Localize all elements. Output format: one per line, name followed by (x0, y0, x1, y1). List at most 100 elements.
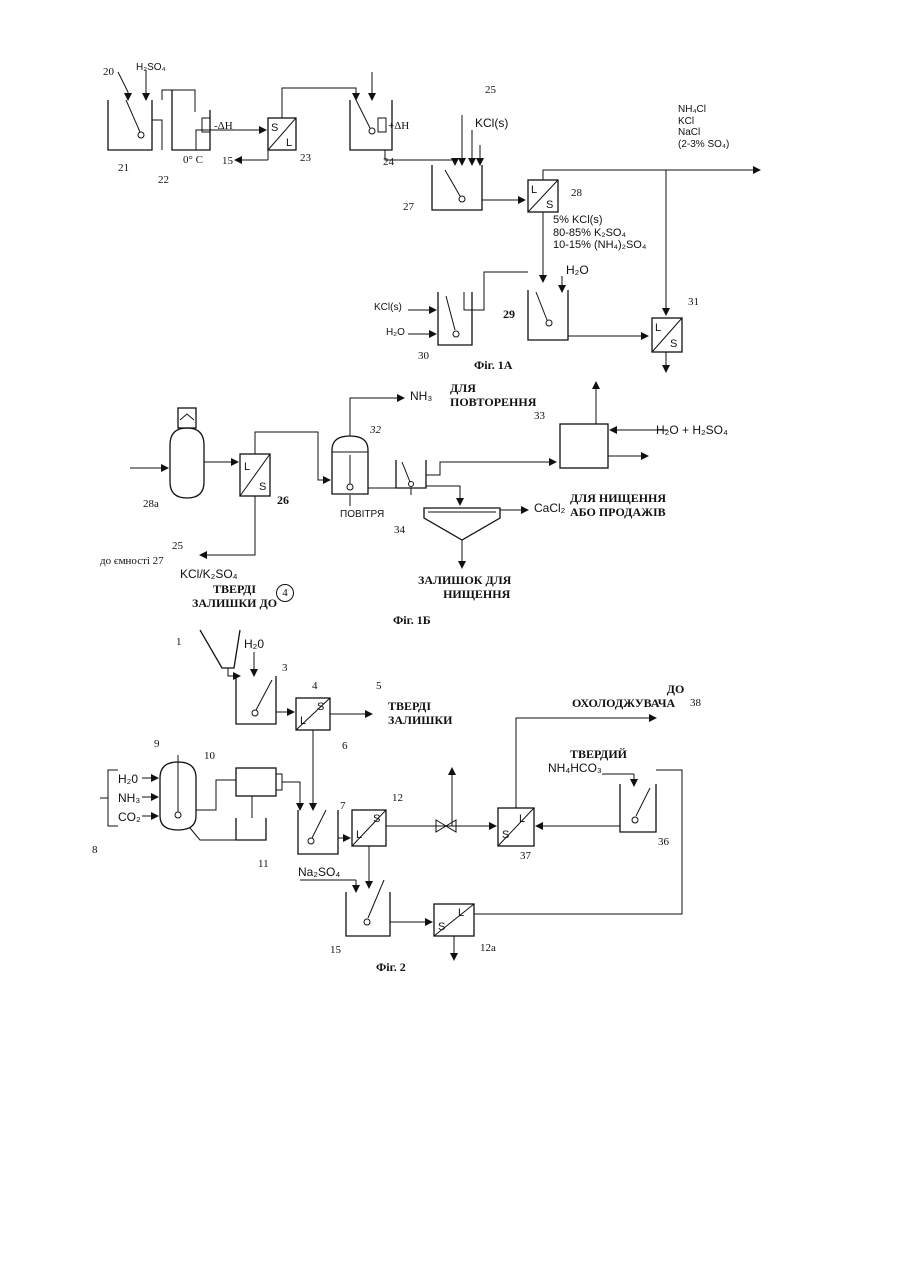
ref-29: 29 (503, 308, 515, 322)
reactor-feeds: H₂0 NH₃ CO₂ (118, 770, 141, 827)
sep4-l: L (300, 715, 306, 727)
h2o-30-label: H₂O (386, 327, 405, 339)
vessel-22 (172, 90, 210, 150)
agitator-21 (126, 100, 140, 132)
ref-3: 3 (282, 662, 288, 675)
ref-33: 33 (534, 410, 545, 423)
ref-30: 30 (418, 350, 429, 363)
sep28-s: S (546, 199, 553, 211)
ref-12a: 12a (480, 942, 496, 955)
fig-1a-diagram (108, 70, 760, 372)
residue-destroy-label: ЗАЛИШОК ДЛЯ НИЩЕННЯ (418, 574, 511, 602)
h2o-h2so4-label: H₂O + H₂SO₄ (656, 424, 728, 438)
sep23-l: L (286, 137, 292, 149)
circle-ref-4: 4 (276, 584, 294, 602)
ref-28: 28 (571, 187, 582, 200)
ref-25: 25 (485, 84, 496, 97)
to-vessel-27-label: до ємності 27 (100, 555, 164, 568)
solids-composition: 5% KCl(s) 80-85% K₂SO₄ 10-15% (NH₄)₂SO₄ (553, 214, 646, 252)
ref-37: 37 (520, 850, 531, 863)
solid-residue-line-2: ЗАЛИШКИ ДО (192, 597, 277, 611)
filter-34 (424, 508, 500, 540)
recycle-label: ДЛЯ ПОВТОРЕННЯ (450, 382, 536, 410)
caption-fig-2: Фіг. 2 (376, 960, 406, 975)
solid-residue-fig2-line-1: ТВЕРДІ (388, 700, 453, 714)
product-nacl: NaCl (678, 127, 729, 139)
ref-36: 36 (658, 836, 669, 849)
zero-c-label: 0° C (183, 154, 203, 167)
plus-dh-label: +ΔH (388, 120, 409, 133)
sep37-l: L (519, 813, 525, 825)
ref-25-1b: 25 (172, 540, 183, 553)
products-list: NH₄Cl KCl NaCl (2-3% SO₄) (678, 104, 729, 150)
to-cooler-line-1: ДО (624, 683, 727, 697)
sep4-s: S (317, 701, 324, 713)
product-nh4cl: NH₄Cl (678, 104, 729, 116)
sep12a-s: S (438, 921, 445, 933)
solid-nh4-2so4: 10-15% (NH₄)₂SO₄ (553, 239, 646, 252)
fig-1b-diagram (130, 382, 668, 568)
air-label: ПОВІТРЯ (340, 509, 384, 521)
product-kcl: KCl (678, 116, 729, 128)
nh3-label: NH₃ (410, 390, 432, 404)
caption-fig-1a: Фіг. 1А (474, 358, 512, 373)
sep31-s: S (670, 338, 677, 350)
sep12-s: S (373, 813, 380, 825)
vessel-15 (346, 892, 390, 936)
ref-9: 9 (154, 738, 160, 751)
feed-nh3: NH₃ (118, 789, 141, 808)
h2o-29-label: H₂O (566, 264, 589, 278)
recycle-line-1: ДЛЯ (450, 382, 536, 396)
destroy-sell-line-1: ДЛЯ НИЩЕННЯ (570, 492, 666, 506)
ref-10: 10 (204, 750, 215, 763)
vessel-7 (298, 810, 338, 854)
vessel-27 (432, 165, 482, 210)
to-cooler-label: ДО ОХОЛОДЖУВАЧА (572, 683, 675, 711)
vessel-21 (108, 100, 152, 150)
ref-23: 23 (300, 152, 311, 165)
ref-24: 24 (383, 156, 394, 169)
cacl2-label: CaCl₂ (534, 502, 565, 516)
unit-10 (236, 768, 276, 796)
unit-33 (560, 424, 608, 468)
fig-2-diagram (100, 630, 682, 960)
ref-8: 8 (92, 844, 98, 857)
sep12a-l: L (458, 907, 464, 919)
tank-28a (170, 428, 204, 498)
solid-nh4hco3-line-2: NH₄HCO₃ (548, 762, 605, 776)
h2so4-feed-label: H₂SO₄ (136, 62, 166, 74)
solid-kcl: 5% KCl(s) (553, 214, 646, 227)
ref-22: 22 (158, 174, 169, 187)
na2so4-label: Na₂SO₄ (298, 866, 340, 880)
kcl-solid-label: KCl(s) (475, 117, 508, 131)
hopper-1 (200, 630, 240, 668)
product-so4: (2-3% SO₄) (678, 139, 729, 151)
ref-11: 11 (258, 858, 269, 871)
solid-residue-fig2: ТВЕРДІ ЗАЛИШКИ (388, 700, 453, 728)
destroy-sell-line-2: АБО ПРОДАЖІВ (570, 506, 666, 520)
destroy-sell-label: ДЛЯ НИЩЕННЯ АБО ПРОДАЖІВ (570, 492, 666, 520)
solid-residue-to-label: ТВЕРДІ ЗАЛИШКИ ДО (192, 583, 277, 611)
solid-k2so4: 80-85% K₂SO₄ (553, 227, 646, 240)
solid-residue-line-1: ТВЕРДІ (192, 583, 277, 597)
sep37-s: S (502, 829, 509, 841)
to-cooler-line-2: ОХОЛОДЖУВАЧА (572, 697, 675, 711)
ref-4: 4 (312, 680, 318, 693)
sep26-s: S (259, 481, 266, 493)
sep26-l: L (244, 461, 250, 473)
sep28-l: L (531, 184, 537, 196)
ref-6: 6 (342, 740, 348, 753)
sep31-l: L (655, 322, 661, 334)
sep23-s: S (271, 122, 278, 134)
residue-destroy-line-1: ЗАЛИШОК ДЛЯ (418, 574, 511, 588)
solid-residue-fig2-line-2: ЗАЛИШКИ (388, 714, 453, 728)
ref-5: 5 (376, 680, 382, 693)
ref-38: 38 (690, 697, 701, 710)
vessel-29 (528, 290, 568, 340)
solid-nh4hco3-line-1: ТВЕРДИЙ (570, 748, 627, 762)
ref-32: 32 (370, 424, 381, 437)
vessel-36 (620, 784, 656, 832)
solid-nh4hco3-label: ТВЕРДИЙ NH₄HCO₃ (560, 748, 617, 776)
